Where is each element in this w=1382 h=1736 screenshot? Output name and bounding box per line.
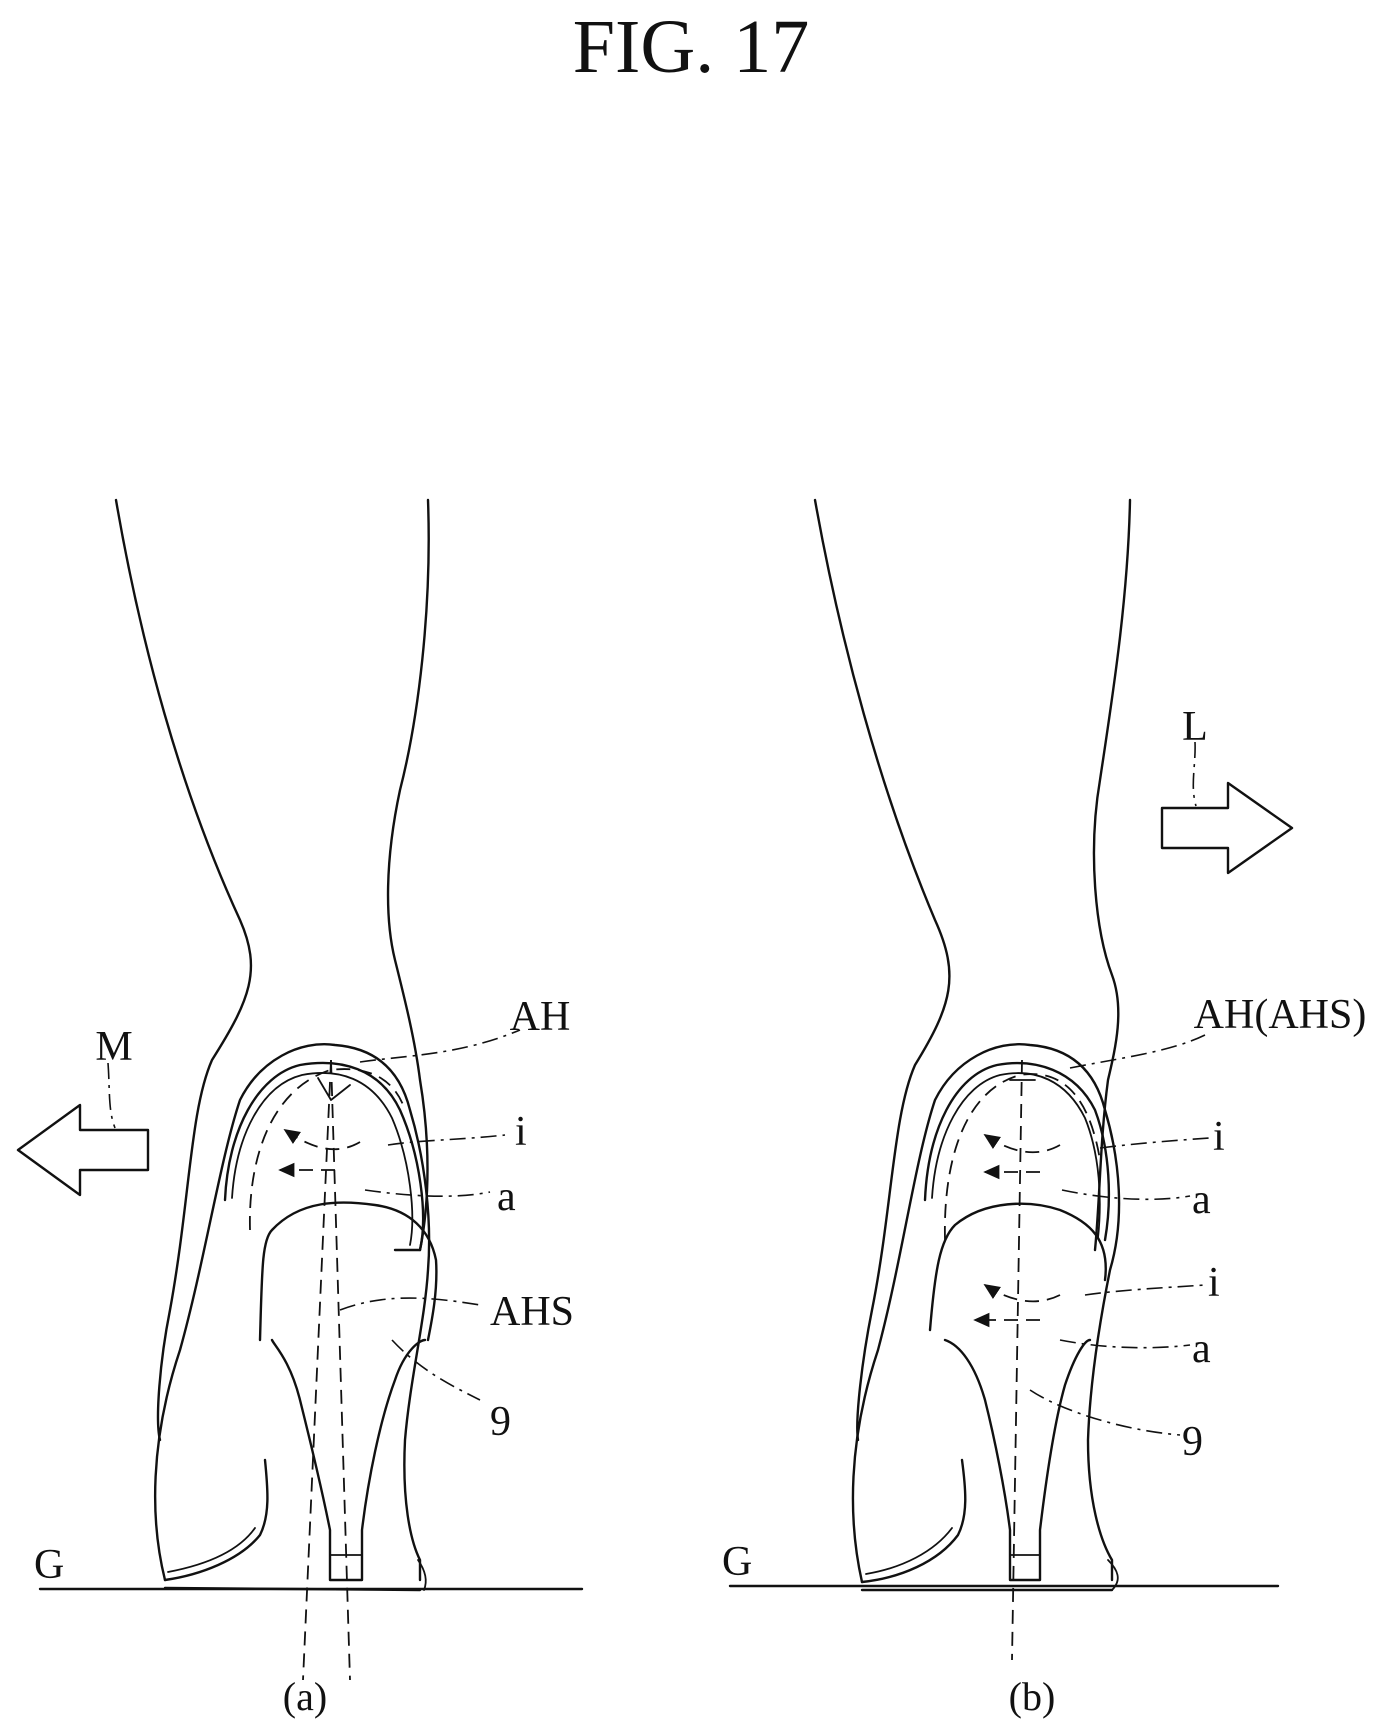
label-i1-b: i — [1213, 1114, 1225, 1160]
ground-label-b: G — [722, 1539, 752, 1585]
force-arrow-i-a — [285, 1130, 360, 1149]
ah-v-mark-a — [318, 1078, 350, 1100]
label-m: M — [95, 1024, 132, 1070]
figure-title: FIG. 17 — [573, 5, 809, 89]
leg-outline-right-a — [388, 500, 429, 1250]
heel-counter-a — [260, 1203, 436, 1340]
leader-a2-b — [1060, 1340, 1190, 1348]
shoe-collar-inner-a — [232, 1073, 412, 1245]
shoe-collar-b — [925, 1063, 1109, 1240]
label-i2-b: i — [1208, 1260, 1220, 1306]
leader-heel-b — [1030, 1390, 1180, 1435]
shoe-sole-inner-a — [168, 1528, 255, 1572]
leg-outline-left-b — [815, 500, 949, 1440]
label-a-a: a — [497, 1174, 516, 1220]
shoe-sole-a — [165, 1460, 267, 1580]
leader-heel-a — [392, 1340, 480, 1400]
heel-stiletto-a — [272, 1340, 425, 1580]
force-arrow-i1-b — [985, 1135, 1060, 1152]
label-ah-b: AH(AHS) — [1194, 992, 1367, 1038]
label-l: L — [1182, 704, 1208, 750]
right-block-arrow-icon — [1162, 742, 1292, 873]
label-ahs-a: AHS — [490, 1289, 574, 1335]
leader-a1-b — [1062, 1190, 1190, 1199]
ground-label-a: G — [34, 1542, 64, 1588]
left-block-arrow-icon — [18, 1063, 148, 1195]
panel-a: AH i a AHS 9 M G (a) — [18, 500, 582, 1719]
leader-i2-b — [1085, 1285, 1205, 1295]
shoe-shell-b — [853, 1044, 1119, 1582]
leader-i1-b — [1100, 1138, 1210, 1148]
heel-tip-b — [1010, 1555, 1040, 1580]
label-a2-b: a — [1192, 1326, 1211, 1372]
caption-b: (b) — [1009, 1674, 1056, 1719]
label-i-a: i — [515, 1109, 527, 1155]
label-heel-a: 9 — [490, 1399, 511, 1445]
shoe-sole-b — [862, 1460, 965, 1582]
leader-ah-b — [1070, 1035, 1205, 1068]
axis-line-1-a — [303, 1060, 331, 1680]
leader-ah-a — [360, 1030, 520, 1062]
shoe-sole-inner-b — [866, 1528, 952, 1574]
leader-ahs-a — [340, 1298, 480, 1310]
leader-i-a — [388, 1135, 505, 1145]
force-arrow-i2-b — [985, 1285, 1060, 1301]
axis-line-2-a — [331, 1060, 350, 1680]
label-a1-b: a — [1192, 1177, 1211, 1223]
label-ah-a: AH — [510, 994, 571, 1040]
shoe-collar-inner-b — [932, 1073, 1100, 1238]
panel-b: AH(AHS) i a i a 9 L G (b) — [722, 500, 1366, 1719]
leg-outline-left-a — [116, 500, 251, 1440]
label-heel-b: 9 — [1182, 1419, 1203, 1465]
caption-a: (a) — [283, 1674, 327, 1719]
